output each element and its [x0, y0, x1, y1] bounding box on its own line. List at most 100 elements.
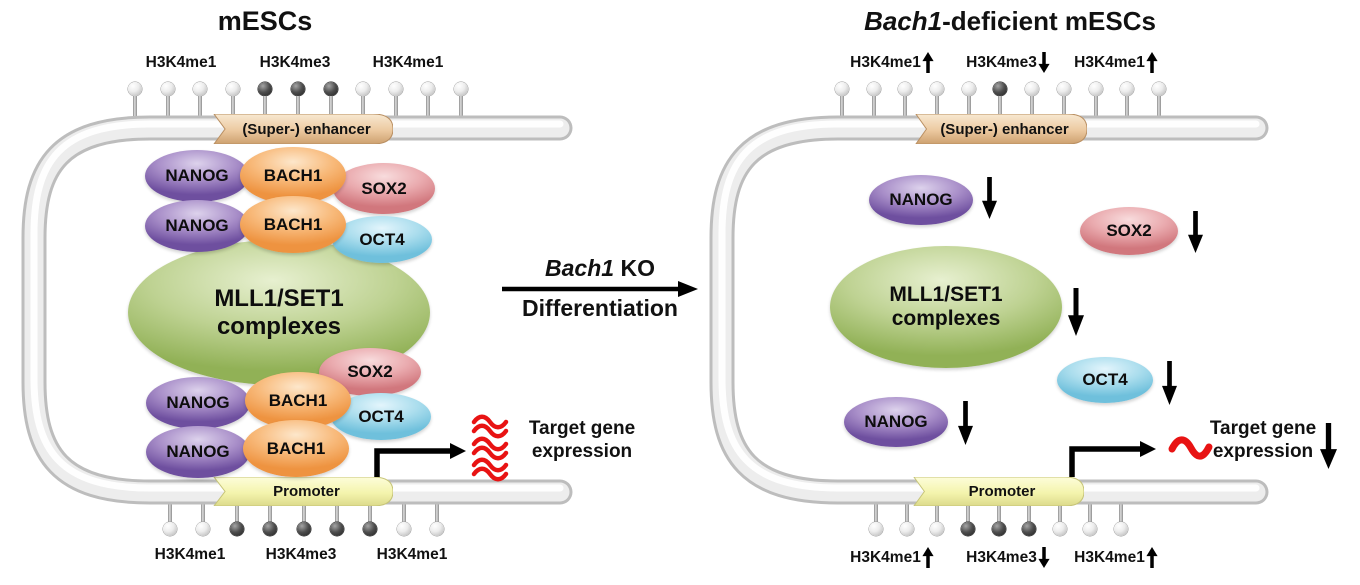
- protein-sox2: SOX2: [1080, 207, 1178, 255]
- h3k4me3-mark-icon: [329, 500, 344, 538]
- h3k4me1-mark-icon: [225, 82, 240, 120]
- h3k4me1-mark-icon: [128, 82, 142, 120]
- down-arrow-icon: [1038, 52, 1050, 73]
- histone-label-text: H3K4me3: [966, 548, 1037, 566]
- histone-label-text: H3K4me1: [1074, 548, 1145, 566]
- target-gene-label-right: Target gene expression: [1204, 417, 1322, 463]
- histone-label-text: H3K4me1: [1074, 53, 1145, 71]
- h3k4me1-mark-icon: [196, 500, 211, 538]
- down-arrow-icon: [958, 401, 973, 445]
- h3k4me3-mark-icon: [991, 500, 1006, 538]
- histone-label-text: H3K4me3: [966, 53, 1037, 71]
- histone-row-enhancer-right: [835, 82, 1166, 120]
- histone-label: H3K4me1: [1060, 547, 1172, 568]
- histone-row-enhancer-left: [128, 82, 468, 120]
- histone-label: H3K4me1: [376, 546, 448, 563]
- protein-nanog: NANOG: [869, 175, 973, 225]
- h3k4me3-mark-icon: [258, 82, 273, 120]
- protein-nanog: NANOG: [844, 397, 948, 447]
- down-arrow-icon: [1068, 288, 1084, 336]
- histone-label: H3K4me1: [836, 547, 948, 568]
- h3k4me3-mark-icon: [229, 500, 244, 538]
- down-arrow-icon: [1188, 211, 1203, 253]
- up-arrow-icon: [922, 547, 934, 568]
- histone-label: H3K4me3: [259, 54, 331, 71]
- enhancer-label: (Super-) enhancer: [242, 120, 371, 138]
- h3k4me1-mark-icon: [430, 500, 444, 538]
- histone-row-promoter-left: [163, 500, 444, 538]
- promoter-banner-left: Promoter: [212, 477, 393, 506]
- rna-transcript-icon: [471, 457, 509, 482]
- complex-line2: complexes: [216, 312, 342, 340]
- h3k4me1-mark-icon: [193, 82, 208, 120]
- h3k4me3-mark-icon: [290, 82, 305, 120]
- h3k4me1-mark-icon: [388, 82, 403, 120]
- protein-bach1: BACH1: [240, 196, 346, 253]
- h3k4me1-mark-icon: [1025, 82, 1040, 120]
- histone-label: H3K4me1: [372, 54, 444, 71]
- complex-mll1-set1: MLL1/SET1 complexes: [830, 246, 1062, 368]
- target-gene-line2: expression: [1212, 441, 1314, 462]
- h3k4me1-mark-icon: [1083, 500, 1098, 538]
- right-title-rest: -deficient mESCs: [942, 6, 1156, 36]
- protein-nanog: NANOG: [145, 150, 249, 202]
- rna-transcript-icon: [471, 436, 509, 461]
- complex-line1: MLL1/SET1: [214, 284, 344, 312]
- histone-label-text: H3K4me1: [850, 53, 921, 71]
- protein-bach1: BACH1: [243, 420, 349, 477]
- right-panel-title: Bach1-deficient mESCs: [840, 6, 1180, 37]
- bach1-ko-rest: KO: [614, 255, 655, 281]
- promoter-label: Promoter: [273, 483, 340, 500]
- down-arrow-icon: [1320, 423, 1337, 469]
- promoter-banner-right: Promoter: [912, 477, 1084, 506]
- protein-nanog: NANOG: [146, 377, 250, 429]
- rna-transcript-icon: [471, 414, 509, 439]
- transition-label-top: Bach1 KO: [505, 255, 695, 282]
- up-arrow-icon: [1146, 547, 1158, 568]
- h3k4me3-mark-icon: [960, 500, 975, 538]
- down-arrow-icon: [1162, 361, 1177, 405]
- protein-oct4: OCT4: [332, 216, 432, 263]
- histone-row-promoter-right: [869, 500, 1128, 538]
- h3k4me1-mark-icon: [899, 500, 914, 538]
- h3k4me3-mark-icon: [363, 500, 378, 538]
- target-gene-line2: expression: [531, 441, 633, 462]
- h3k4me3-mark-icon: [296, 500, 311, 538]
- up-arrow-icon: [922, 52, 934, 73]
- transcription-arrow-left: [374, 443, 466, 477]
- histone-label-text: H3K4me1: [850, 548, 921, 566]
- h3k4me1-mark-icon: [453, 82, 468, 120]
- down-arrow-icon: [982, 177, 997, 219]
- transition-label-bottom: Differentiation: [522, 295, 678, 321]
- enhancer-label: (Super-) enhancer: [940, 120, 1069, 138]
- h3k4me1-mark-icon: [961, 82, 976, 120]
- h3k4me3-mark-icon: [993, 82, 1008, 120]
- protein-sox2: SOX2: [333, 163, 435, 214]
- bach1-ko-italic: Bach1: [545, 255, 615, 281]
- protein-nanog: NANOG: [145, 200, 249, 252]
- h3k4me1-mark-icon: [1120, 82, 1135, 120]
- target-gene-label-left: Target gene expression: [508, 417, 656, 463]
- h3k4me1-mark-icon: [835, 82, 849, 120]
- up-arrow-icon: [1146, 52, 1158, 73]
- h3k4me1-mark-icon: [356, 82, 371, 120]
- histone-label: H3K4me3: [952, 547, 1064, 568]
- h3k4me1-mark-icon: [1052, 500, 1067, 538]
- complex-line1: MLL1/SET1: [889, 282, 1003, 306]
- h3k4me1-mark-icon: [930, 500, 945, 538]
- h3k4me1-mark-icon: [898, 82, 913, 120]
- h3k4me1-mark-icon: [396, 500, 411, 538]
- h3k4me1-mark-icon: [1114, 500, 1128, 538]
- enhancer-banner-left: (Super-) enhancer: [212, 114, 393, 144]
- h3k4me1-mark-icon: [1056, 82, 1071, 120]
- h3k4me3-mark-icon: [263, 500, 278, 538]
- histone-label: H3K4me3: [265, 546, 337, 563]
- down-arrow-icon: [1038, 547, 1050, 568]
- transcription-arrow-right: [1069, 441, 1156, 477]
- histone-label: H3K4me1: [1060, 52, 1172, 73]
- enhancer-banner-right: (Super-) enhancer: [914, 114, 1087, 144]
- complex-line2: complexes: [891, 307, 1001, 330]
- h3k4me1-mark-icon: [163, 500, 177, 538]
- right-title-italic: Bach1: [864, 6, 943, 36]
- h3k4me1-mark-icon: [421, 82, 436, 120]
